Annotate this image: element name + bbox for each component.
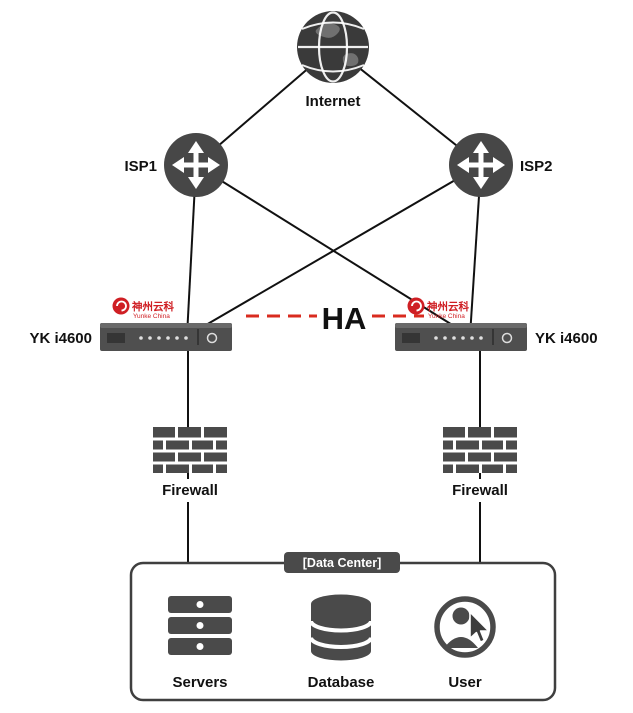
servers-icon xyxy=(168,596,232,655)
firewall-left-icon xyxy=(153,427,227,473)
ha-label: HA xyxy=(322,301,367,336)
datacenter-badge xyxy=(284,552,400,573)
servers-label: Servers xyxy=(172,674,227,691)
appliance-left-vendor-name: 神州云科 xyxy=(132,300,174,313)
firewall-left-label-backdrop xyxy=(158,479,218,502)
internet-label: Internet xyxy=(305,93,360,110)
isp1-label: ISP1 xyxy=(124,158,157,175)
isp2-router-icon xyxy=(449,133,513,197)
database-label: Database xyxy=(308,674,375,691)
firewall-right-label-backdrop xyxy=(450,479,510,502)
appliance-right-vendor-sub: Yunke China xyxy=(428,313,465,320)
appliance-left-icon xyxy=(100,323,232,351)
appliance-right-vendor-name: 神州云科 xyxy=(427,300,469,313)
appliance-right-vendor-logo: 神州云科 Yunke China xyxy=(407,297,469,320)
firewall-right-icon xyxy=(443,427,517,473)
cursor-icon xyxy=(469,611,490,643)
user-icon xyxy=(434,596,496,658)
appliance-left-label: YK i4600 xyxy=(29,330,92,347)
firewall-left-label: Firewall xyxy=(162,482,218,499)
internet-globe-icon xyxy=(297,11,369,83)
isp2-label: ISP2 xyxy=(520,158,553,175)
appliance-left-vendor-sub: Yunke China xyxy=(133,313,170,320)
firewall-right-label: Firewall xyxy=(452,482,508,499)
database-icon xyxy=(309,594,373,661)
ha-label-backdrop xyxy=(317,295,371,337)
appliance-right-icon xyxy=(395,323,527,351)
appliance-left-vendor-logo: 神州云科 Yunke China xyxy=(112,297,174,320)
link-isp2-appliance-left xyxy=(186,164,482,337)
appliance-right-label: YK i4600 xyxy=(535,330,598,347)
isp1-router-icon xyxy=(164,133,228,197)
datacenter-label: [Data Center] xyxy=(303,556,382,570)
user-label: User xyxy=(448,674,482,691)
